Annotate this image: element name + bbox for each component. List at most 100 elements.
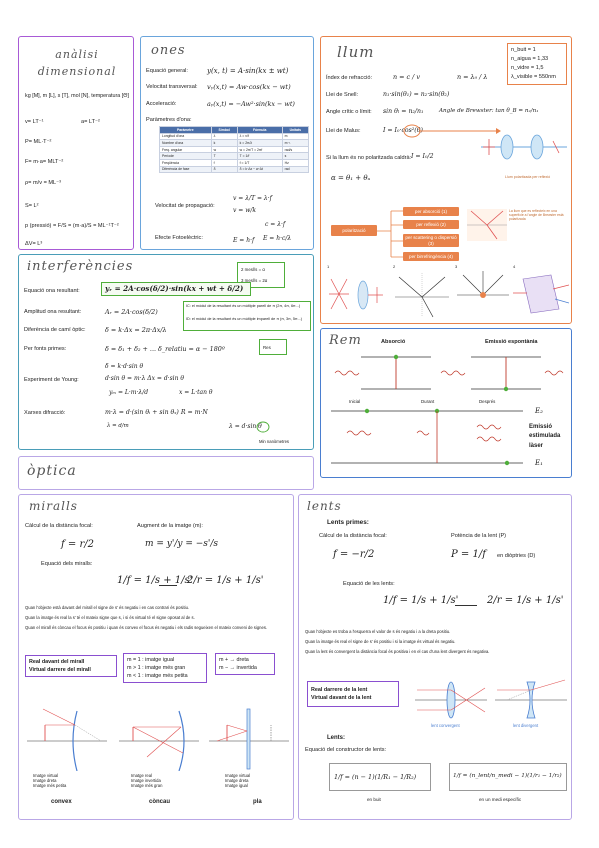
lents-power-unit: en diòptries (D)	[497, 553, 536, 559]
miralls-note: Quan l'objecte està davant del mirall el…	[25, 605, 190, 610]
lents-focal-eq: f = −r/2	[333, 549, 375, 560]
lents-constr-cap: en un medi específic	[479, 797, 522, 802]
interf-young-eq: yₘ = L·m·λ/d	[109, 389, 149, 396]
lens-type-label: lent convergent	[431, 723, 460, 728]
ones-label: Velocitat transversal:	[146, 84, 198, 90]
scattering-icon	[457, 271, 509, 298]
lents-constr-cap: en buit	[367, 797, 381, 802]
analisi-section: anàlisi dimensional kg [M], m [L], s [T]…	[18, 36, 134, 250]
miralls-eq-separator	[159, 585, 177, 586]
interf-note-box: IC: el mòdul de la resultant és un múlti…	[183, 301, 311, 331]
reflection-icon	[395, 273, 449, 318]
highlight-circle-icon	[256, 421, 270, 433]
lents-power-eq: P = 1/f	[451, 549, 486, 560]
interf-eq: δ = k·Δx = 2π·Δx/λ	[105, 326, 167, 334]
miralls-m-box: m = 1 : imatge igual m > 1 : imatge més …	[123, 653, 207, 684]
ones-params-title: Paràmetres d'ona:	[146, 117, 192, 123]
interf-main-eq-box	[101, 282, 251, 296]
ones-energy-label: Efecte Fotoelèctric:	[155, 235, 203, 241]
analisi-line: P= ML·T⁻²	[25, 139, 52, 145]
polar-diagram-1: 1	[327, 264, 385, 321]
rem-emissio-esp: Emissió espontània	[485, 339, 538, 345]
optica-title-bar: òptica	[18, 456, 314, 490]
mirror-type-label: còncau	[149, 799, 171, 805]
llum-constants: n_buit = 1 n_aigua = 1,33 n_vidre = 1,5 …	[507, 43, 567, 85]
polar-item: per birrefringència (4)	[403, 252, 459, 261]
interferencies-title: interferències	[27, 259, 134, 274]
birefringence-icon	[513, 274, 569, 314]
llum-constant: n_buit = 1	[511, 47, 536, 53]
llum-label: Si la llum és no polaritzada caldrà:	[326, 155, 412, 161]
lents-realvirt-box: Real darrere de la lent Virtual davant d…	[307, 681, 399, 708]
divergent-lens-icon	[495, 679, 567, 719]
llum-eq: Angle de Brewster: tan θ_B = n₂/n₁	[439, 108, 539, 114]
lents-eq1: 1/f = 1/s + 1/s'	[383, 595, 459, 606]
rem-e2: E₂	[535, 407, 543, 415]
brewster-diagram-icon	[467, 209, 507, 241]
rem-transition-diagrams	[334, 354, 564, 392]
interf-label: Diferència de camí òptic:	[24, 327, 86, 333]
ones-energy-eq: E = h·f	[233, 237, 255, 244]
rem-title: Rem	[329, 333, 362, 348]
miralls-eq2: 2/r = 1/s + 1/s'	[187, 575, 264, 586]
polar-diagram-3: 3	[455, 264, 511, 321]
interf-label: Per fonts primes:	[24, 346, 67, 352]
llum-label: Llei de Snell:	[326, 92, 359, 98]
rem-col-label: Inicial	[349, 399, 361, 404]
llum-eq: I = I₀/2	[411, 153, 434, 160]
lents-subtitle: Lents:	[327, 735, 345, 741]
polar-root: polarització	[331, 225, 377, 236]
lents-eq2: 2/r = 1/s + 1/s'	[487, 595, 564, 606]
llum-eq: sin θₗ = n₂/n₁	[383, 108, 424, 115]
llum-section: llum n_buit = 1 n_aigua = 1,33 n_vidre =…	[320, 36, 572, 324]
miralls-sign-box: m + → dreta m − → invertida	[215, 653, 275, 676]
concau-bullets: Imatge real Imatge invertida Imatge més …	[131, 773, 163, 789]
analisi-title: anàlisi dimensional	[37, 48, 117, 78]
llum-constant: n_aigua = 1,33	[511, 55, 549, 62]
interf-res-box: Res	[259, 339, 287, 355]
analisi-line: S= L²	[25, 203, 39, 209]
lents-constr-box-2: 1/f = (n_lent/n_medi − 1)(1/r₁ − 1/r₂)	[449, 763, 567, 791]
interf-main-eq: yᵣ = 2A·cos(δ/2)·sin(kx + wt + δ/2)	[105, 284, 244, 293]
interf-min-label: Min nanòmetres	[259, 439, 290, 444]
lents-section: lents Lents primes: Càlcul de la distànc…	[298, 494, 572, 820]
lents-eq-label: Equació de les lents:	[343, 581, 395, 587]
ones-eq: y(x, t) = A·sin(kx ± wt)	[207, 67, 289, 75]
analisi-dims: kg [M], m [L], s [T], mol [N], temperatu…	[25, 93, 129, 99]
interf-label: Experiment de Young:	[24, 377, 79, 383]
rem-stimulated-diagram	[331, 408, 523, 466]
optica-title: òptica	[27, 463, 77, 479]
rem-e1: E₁	[535, 459, 543, 467]
mirror-type-label: pla	[253, 799, 262, 805]
miralls-title: miralls	[29, 499, 78, 513]
interf-eq: δ = δ₁ + δ₂ + ... δ_relatiu = α − 180º	[105, 345, 225, 353]
concave-mirror-icon	[119, 710, 199, 771]
llum-label: Índex de refracció:	[326, 75, 373, 81]
interf-eq: Aᵣ = 2A·cos(δ/2)	[105, 308, 158, 316]
lents-constr-box-1: 1/f = (n − 1)(1/R₁ − 1/R₂)	[329, 763, 431, 791]
analisi-line: ρ= m/v = ML⁻³	[25, 180, 61, 186]
rem-emissio-est: Emissió estimulada	[529, 424, 561, 439]
llum-eq: I = I₀·cos²(θ)	[383, 127, 423, 134]
ones-label: Acceleració:	[146, 101, 177, 107]
llum-theta-eq: α = θ₁ + θᵤ	[331, 174, 371, 182]
llum-note: La llum que es reflecteix en una superfí…	[509, 209, 564, 222]
miralls-aug-eq: m = y'/y = −s'/s	[145, 539, 219, 549]
lens-type-label: lent divergent	[513, 723, 539, 728]
interf-eq: m·λ = d·(sin θᵢ + sin θₓ) R = m·N	[105, 409, 208, 416]
analisi-line: v= LT⁻¹	[25, 119, 44, 125]
ones-velocitat-eq: v = λ/T = λ·f	[233, 195, 272, 202]
lents-note: Quan la imatge és real el signe de s' és…	[305, 639, 456, 644]
interf-label: Xarxes difracció:	[24, 410, 66, 416]
interf-young-eq: x = L·tan θ	[179, 389, 213, 396]
convex-mirror-icon	[27, 708, 107, 771]
absorption-icon	[329, 278, 383, 310]
ones-velocitat-label: Velocitat de propagació:	[155, 203, 215, 209]
lents-eq-separator	[455, 605, 477, 606]
ones-eq: aᵧ(x,t) = −Aw²·sin(kx − wt)	[207, 100, 295, 108]
ones-title: ones	[151, 43, 186, 58]
lents-power-label: Potència de la lent (P)	[451, 533, 507, 539]
miralls-aug-label: Augment de la imatge (m):	[137, 523, 203, 529]
rem-col-label: Després	[479, 399, 496, 404]
